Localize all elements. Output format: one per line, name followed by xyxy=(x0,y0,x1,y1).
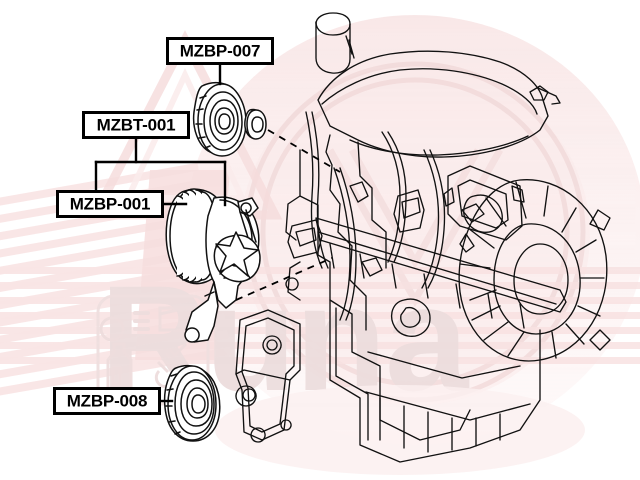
locator-dashed-lines xyxy=(235,129,341,301)
part-label-mzbt-001[interactable]: MZBT-001 xyxy=(82,111,190,139)
part-label-mzbp-008-text: MZBP-008 xyxy=(66,391,148,410)
part-label-mzbp-007[interactable]: MZBP-007 xyxy=(166,37,274,65)
oil-bottle-icon xyxy=(106,342,133,394)
part-label-mzbp-008[interactable]: MZBP-008 xyxy=(53,387,161,415)
part-label-mzbp-001-text: MZBP-001 xyxy=(69,194,151,213)
idler-pulley-upper xyxy=(192,81,267,157)
part-label-mzbp-007-text: MZBP-007 xyxy=(179,41,261,60)
headlight-icon xyxy=(99,316,125,342)
part-label-mzbp-001[interactable]: MZBP-001 xyxy=(56,190,164,218)
part-label-mzbt-001-text: MZBT-001 xyxy=(96,115,176,134)
leader-lines xyxy=(94,64,227,403)
engine-block-assembly xyxy=(235,12,611,463)
idler-pulley-lower xyxy=(163,364,221,442)
belt-tensioner-assembly xyxy=(165,188,261,343)
